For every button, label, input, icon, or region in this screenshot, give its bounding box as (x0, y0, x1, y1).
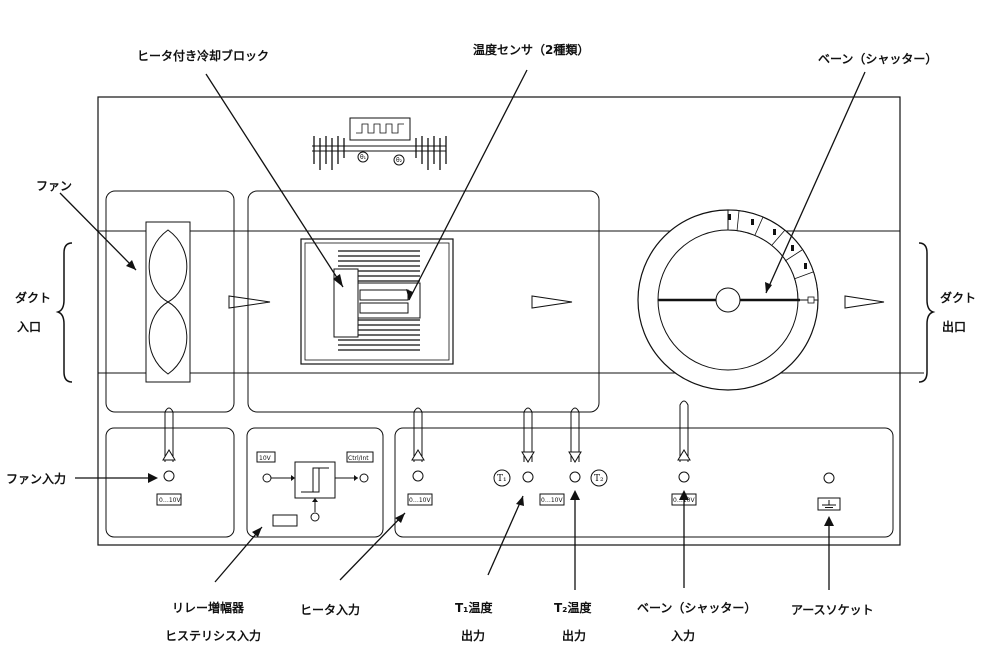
cooling-block-icon (300, 238, 454, 365)
vane-label: ベーン（シャッター） (818, 51, 937, 66)
main-panel (97, 96, 901, 546)
flow-arrow-icon (228, 295, 271, 309)
t2-output-label-1: T₂温度 (554, 600, 592, 615)
fan-icon (145, 221, 191, 383)
t2-output-label-2: 出力 (562, 628, 586, 643)
temp-range-label: 0…10V (541, 497, 563, 504)
fan-input-panel (105, 427, 235, 538)
heater-range-label: 0…10V (409, 497, 431, 504)
vane-input-label-1: ベーン（シャッター） (637, 600, 756, 615)
fan-input-label: ファン入力 (6, 471, 66, 486)
relay-amplifier-icon: 10V Ctrl/Int (256, 451, 374, 527)
duct-inlet-label-2: 入口 (17, 320, 41, 334)
vane-input-label-2: 入力 (671, 628, 695, 643)
t1-symbol (493, 469, 511, 487)
t2-symbol-label: T₂ (594, 474, 604, 484)
t1-output-label-2: 出力 (461, 628, 485, 643)
fan-range-label: 0…10V (159, 497, 181, 504)
fan-label: ファン (36, 179, 72, 193)
heater-block-label: ヒータ付き冷却ブロック (137, 48, 269, 63)
earth-socket[interactable] (823, 472, 835, 484)
fan-compartment (105, 190, 235, 413)
duct-outlet-brace (918, 242, 936, 383)
thermistor-2-label: θ₂ (396, 157, 403, 164)
earth-socket-label: アースソケット (791, 603, 874, 617)
relay-label-2: ヒステリシス入力 (165, 628, 261, 643)
thermistor-1-label: θ₁ (360, 154, 367, 161)
relay-10v-label: 10V (259, 455, 272, 462)
heater-compartment (247, 190, 600, 413)
vane-shutter-icon (637, 209, 819, 391)
relay-ctrl-label: Ctrl/Int (348, 455, 369, 462)
t1-output-socket[interactable] (522, 471, 534, 483)
io-panel (394, 427, 894, 538)
earth-icon (822, 500, 836, 508)
relay-label-1: リレー増幅器 (172, 600, 245, 615)
duct-outlet-label-1: ダクト (940, 290, 976, 305)
duct-inlet-label-1: ダクト (15, 290, 51, 305)
flow-arrow-icon (531, 295, 573, 309)
vane-input-socket[interactable] (678, 471, 690, 483)
relay-panel (246, 427, 384, 538)
duct-outlet-label-2: 出口 (942, 319, 966, 334)
relay-output-socket[interactable] (359, 473, 369, 483)
t1-symbol-label: T₁ (497, 474, 507, 484)
flow-arrow-icon (844, 295, 885, 309)
hysteresis-input-socket[interactable] (310, 512, 320, 522)
relay-input-socket[interactable] (262, 473, 272, 483)
duct-inlet-brace (55, 242, 73, 383)
t2-symbol (590, 469, 608, 487)
heater-input-socket[interactable] (412, 470, 424, 482)
temp-sensor-label: 温度センサ（2種類） (473, 42, 589, 57)
fan-input-socket[interactable] (163, 470, 175, 482)
t2-output-socket[interactable] (569, 471, 581, 483)
heatsink-icon: θ₁ θ₂ (312, 117, 447, 170)
heater-input-label: ヒータ入力 (300, 602, 360, 617)
t1-output-label-1: T₁温度 (455, 600, 493, 615)
